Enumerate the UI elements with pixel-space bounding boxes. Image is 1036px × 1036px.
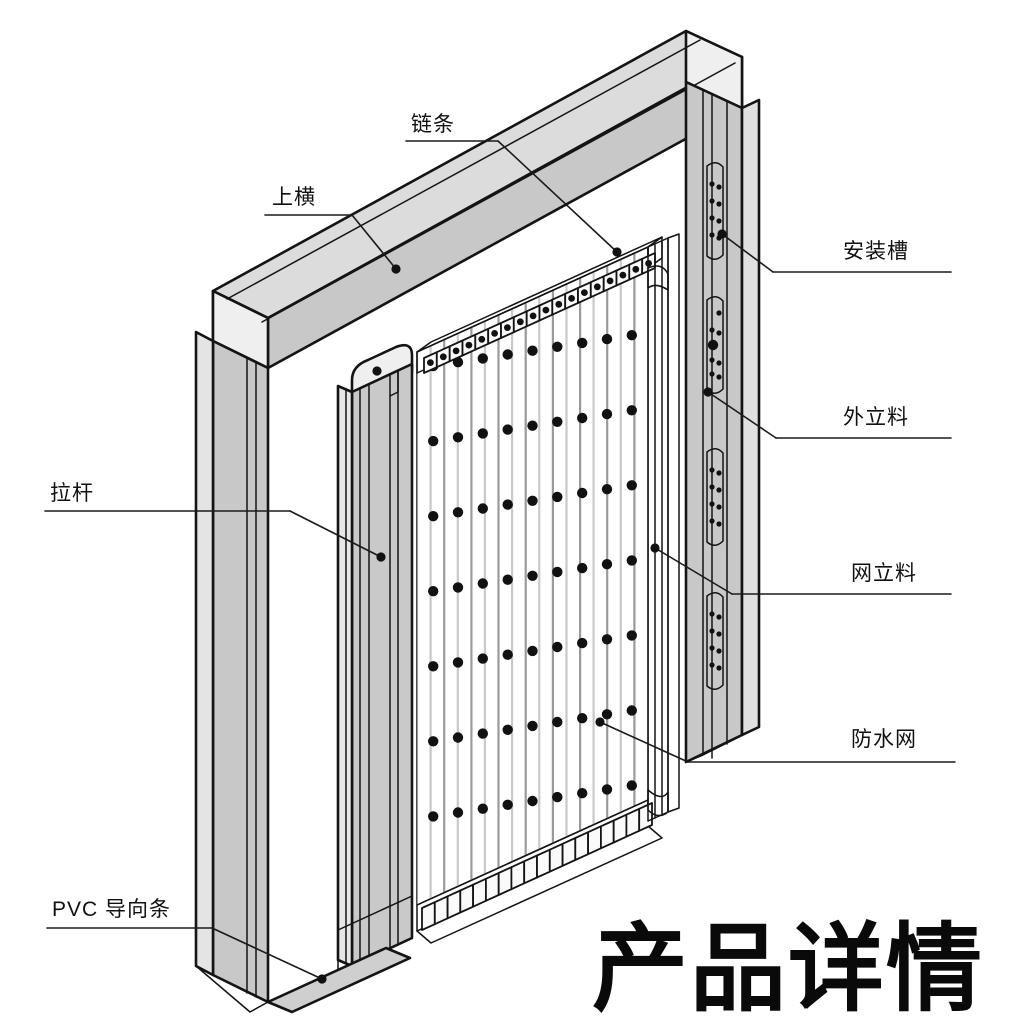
bottom-chain	[416, 799, 663, 944]
callout-label-waterproof-mesh: 防水网	[851, 728, 917, 751]
callout-mesh-profile: 网立料	[650, 543, 952, 595]
callout-anchor-dot	[650, 543, 660, 553]
mounting-bracket	[706, 162, 724, 260]
callout-label-pull-rod: 拉杆	[50, 482, 94, 505]
mounting-brackets	[706, 162, 724, 690]
callout-pull-rod: 拉杆	[44, 482, 386, 562]
left-jamb-post	[194, 330, 270, 1013]
callout-label-pvc-guide-strip: PVC 导向条	[52, 898, 171, 921]
watermark-title: 产品详情	[592, 916, 984, 1023]
top-chain	[416, 236, 663, 374]
callout-anchor-dot	[391, 264, 401, 274]
callout-leader-line	[211, 927, 323, 980]
mounting-bracket	[706, 448, 724, 546]
mesh-profile-rail	[647, 233, 680, 822]
callout-label-top-rail: 上横	[272, 186, 316, 209]
callout-leader-line	[289, 510, 382, 558]
mesh-pleats	[417, 247, 648, 905]
callout-leader-line	[599, 721, 689, 763]
callout-label-chain: 链条	[411, 113, 455, 136]
callout-pvc-guide-strip: PVC 导向条	[46, 898, 327, 984]
callout-top-rail: 上横	[264, 186, 401, 274]
callout-waterproof-mesh: 防水网	[595, 717, 956, 763]
callout-leader-line	[654, 547, 733, 595]
callout-anchor-dot	[717, 229, 727, 239]
callout-leader-line	[497, 140, 618, 253]
callout-leader-line	[351, 214, 397, 270]
pull-rod	[336, 343, 414, 973]
callout-leader-line	[707, 391, 777, 439]
callout-chain: 链条	[405, 113, 622, 257]
callout-leader-line	[721, 233, 774, 273]
mounting-bracket	[706, 592, 724, 690]
callout-anchor-dot	[317, 974, 327, 984]
callout-label-mesh-profile: 网立料	[851, 562, 917, 585]
callout-mounting-slot: 安装槽	[717, 229, 952, 273]
pleated-screen-assembly	[266, 233, 680, 1014]
waterproof-mesh-panel	[416, 246, 649, 906]
callout-label-outer-profile: 外立料	[843, 406, 909, 429]
callout-anchor-dot	[612, 247, 622, 257]
callout-outer-profile: 外立料	[703, 387, 952, 439]
callout-label-mounting-slot: 安装槽	[843, 240, 909, 263]
callout-anchor-dot	[703, 387, 713, 397]
callout-anchor-dot	[595, 717, 605, 727]
callout-anchor-dot	[376, 552, 386, 562]
